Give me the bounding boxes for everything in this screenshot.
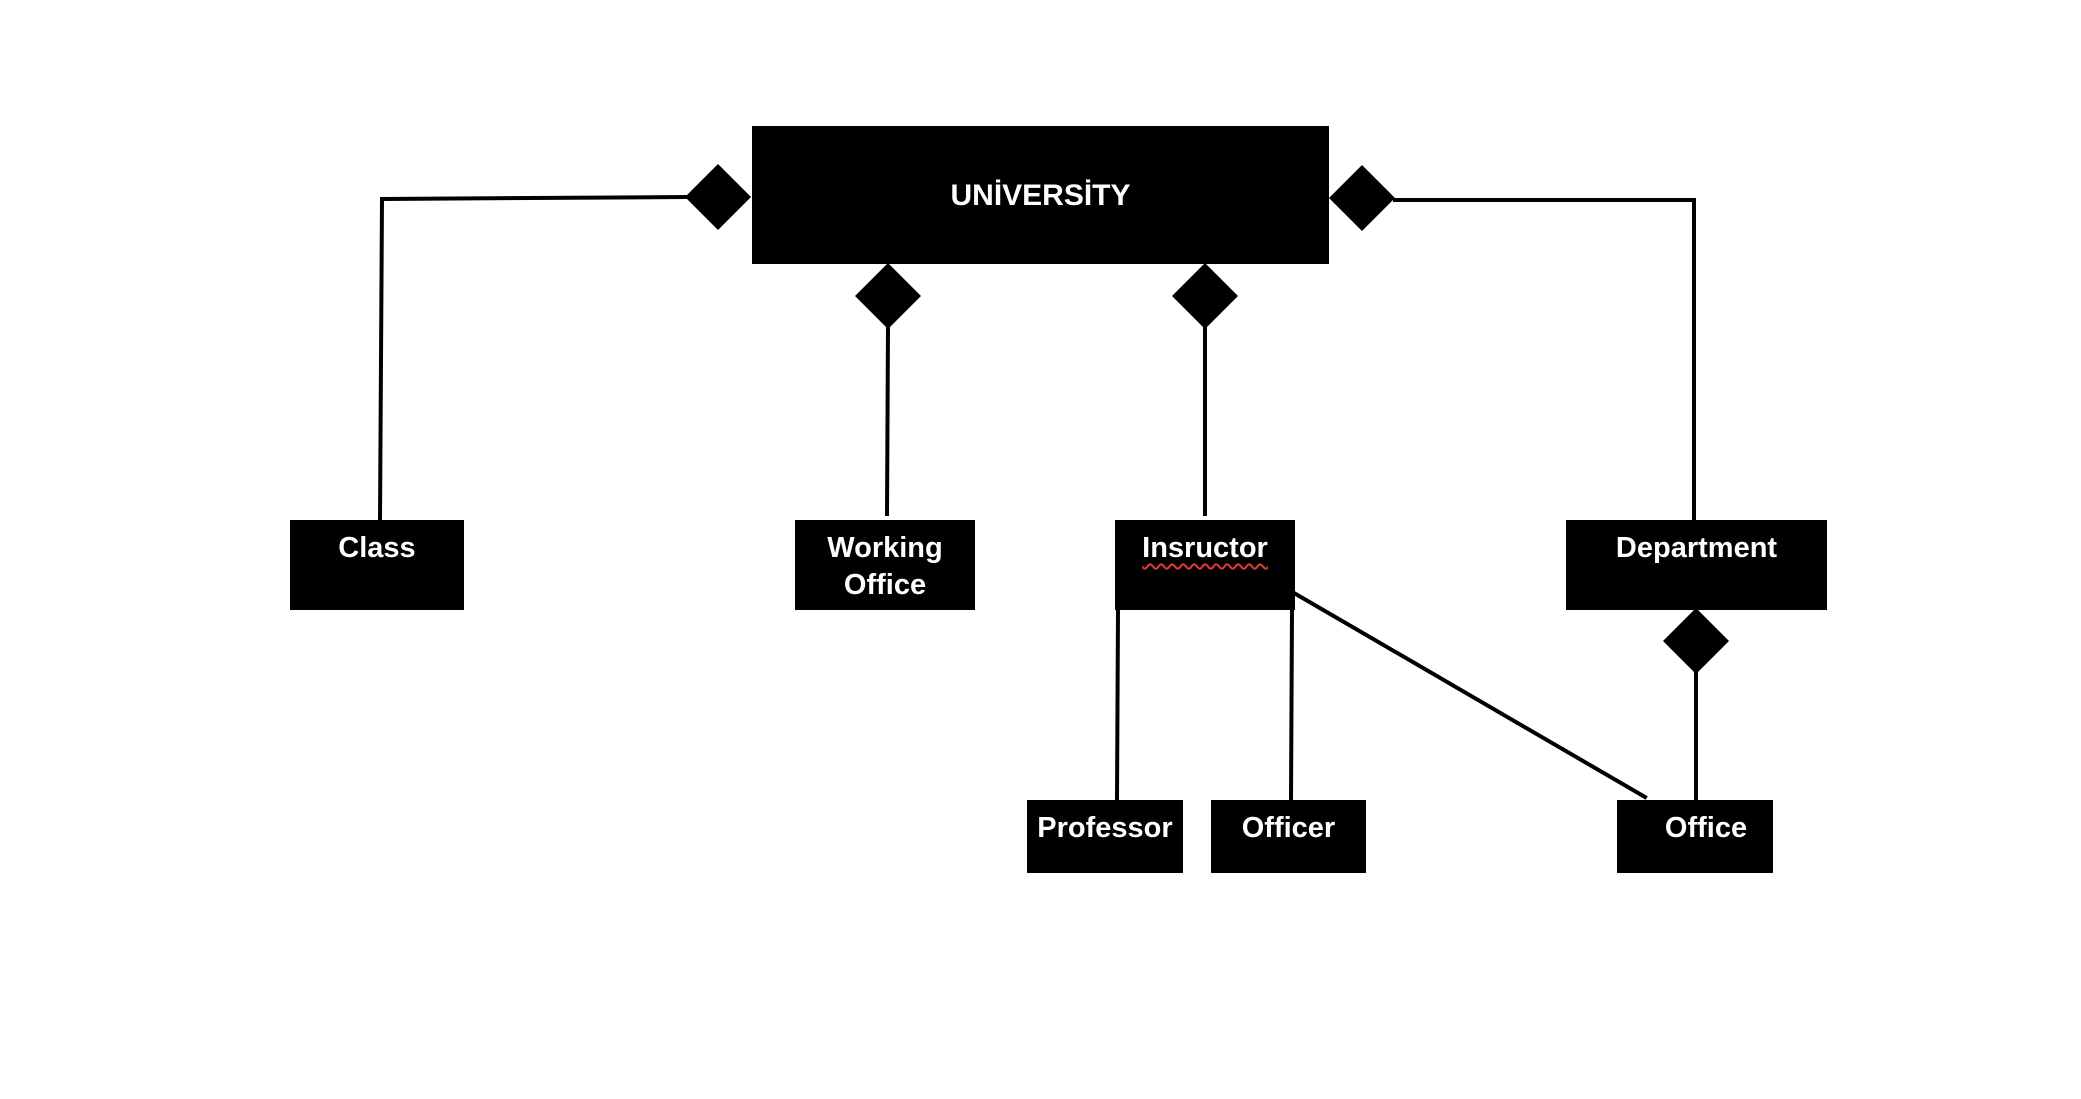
working-office-label: Working Office — [827, 532, 943, 601]
edge-university-working-office — [884, 323, 891, 517]
department-label: Department — [1615, 532, 1778, 564]
office-label: Office — [1664, 812, 1748, 844]
instructor-box: Insructor — [1115, 520, 1295, 610]
university-box: UNİVERSİTY — [752, 126, 1329, 264]
officer-box: Officer — [1211, 800, 1366, 873]
officer-label: Officer — [1241, 812, 1336, 844]
office-box: Office — [1617, 800, 1773, 873]
edge-university-department — [1393, 198, 1696, 522]
department-box: Department — [1566, 520, 1827, 610]
working-office-box: Working Office — [795, 520, 975, 610]
composition-diamond-department — [1329, 165, 1395, 231]
class-label: Class — [338, 532, 416, 564]
edge-instructor-officer — [1288, 607, 1295, 801]
edge-instructor-office — [1291, 590, 1648, 800]
composition-diamond-office — [1663, 608, 1729, 674]
instructor-label: Insructor — [1142, 532, 1268, 564]
composition-diamond-working-office — [855, 263, 921, 329]
class-box: Class — [290, 520, 464, 610]
composition-diamond-class — [685, 164, 751, 230]
university-label: UNİVERSİTY — [950, 178, 1131, 212]
edge-instructor-professor — [1114, 607, 1121, 801]
composition-diamond-instructor — [1172, 263, 1238, 329]
professor-box: Professor — [1027, 800, 1183, 873]
professor-label: Professor — [1037, 812, 1173, 844]
edge-university-class — [377, 194, 689, 523]
